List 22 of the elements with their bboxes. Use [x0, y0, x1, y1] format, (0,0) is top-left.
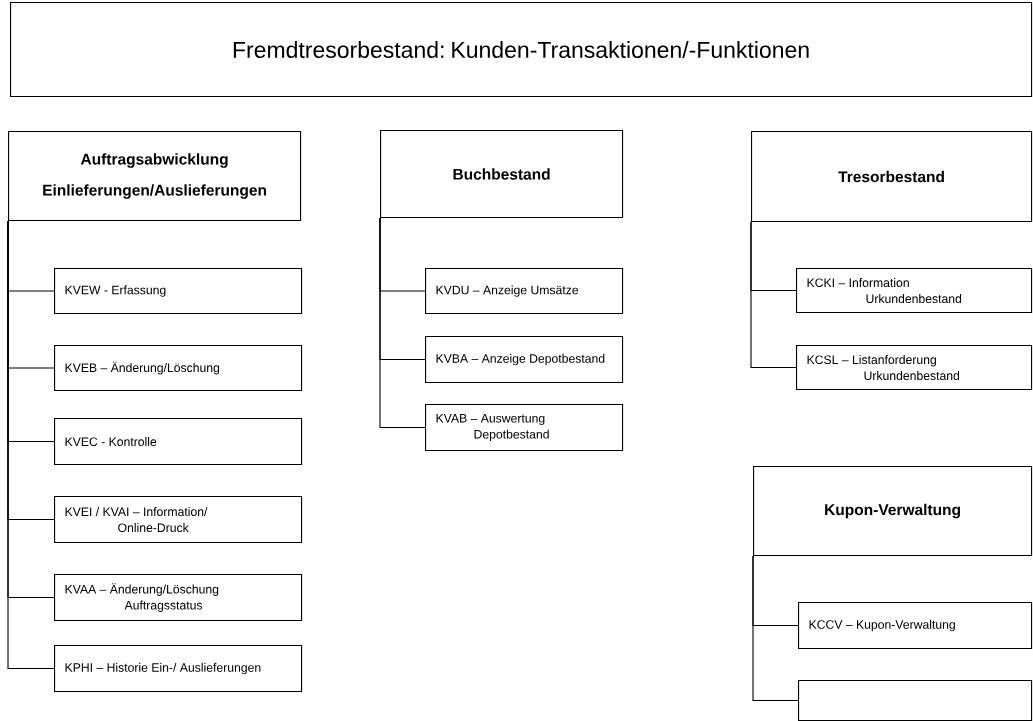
function-box: KVEB – Änderung/Löschung [54, 345, 303, 392]
group-header-box: Auftragsabwicklung Einlieferungen/Auslieferungen [8, 131, 302, 222]
function-box: KVDU – Anzeige Umsätze [425, 268, 624, 315]
group-header-box: Kupon-Verwaltung [753, 466, 1033, 557]
connector-line [7, 220, 55, 670]
group-header-box: Buchbestand [380, 130, 624, 219]
connector-line [379, 217, 426, 429]
function-box: KVEI / KVAI – Information/ Online-Druck [54, 496, 303, 544]
function-box: KVEC - Kontrolle [54, 418, 303, 466]
function-box: KVAA – Änderung/Löschung Auftragsstatus [54, 574, 303, 622]
empty-box [798, 680, 1033, 721]
function-box: KVBA – Anzeige Depotbestand [425, 336, 624, 384]
function-box: KVEW - Erfassung [54, 268, 303, 315]
title-box: Fremdtresorbestand: Kunden-Transaktionen/-Funktionen [10, 2, 1033, 98]
connector-line [752, 555, 799, 702]
function-box: KCKI – Information Urkundenbestand [796, 268, 1033, 314]
function-box: KCCV – Kupon-Verwaltung [798, 602, 1033, 650]
connector-line [750, 221, 797, 369]
group-header-box: Tresorbestand [751, 131, 1033, 223]
function-box: KCSL – Listanforderung Urkundenbestand [796, 345, 1033, 391]
function-box: KVAB – Auswertung Depotbestand [425, 404, 624, 452]
function-box: KPHI – Historie Ein-/ Auslieferungen [54, 645, 303, 693]
